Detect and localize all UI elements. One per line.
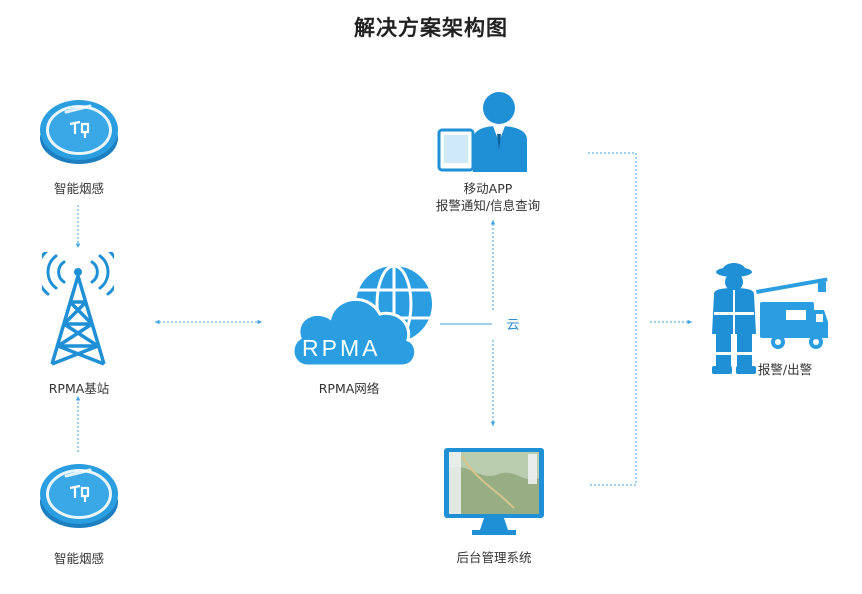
smoke-detector-icon — [40, 464, 118, 528]
smoke-detector-bottom-label: 智能烟感 — [53, 551, 104, 566]
user-tablet-icon — [437, 92, 527, 172]
page-title: 解决方案架构图 — [354, 16, 508, 40]
firefighter-truck-icon — [712, 263, 828, 374]
base-station — [35, 248, 121, 370]
backend-system-label: 后台管理系统 — [456, 550, 532, 565]
cloud-label: 云 — [506, 318, 520, 333]
rpma-network: RPMA — [288, 262, 438, 378]
rpma-logo-text: RPMA — [302, 335, 380, 361]
backend-system — [444, 448, 544, 540]
link-bracket — [588, 152, 637, 486]
base-station-label: RPMA基站 — [48, 381, 110, 396]
monitor-map-icon — [444, 448, 544, 535]
mobile-app-label-1: 移动APP — [463, 181, 513, 196]
mobile-app-label-2: 报警通知/信息查询 — [435, 198, 541, 213]
rpma-cloud-globe-icon: RPMA — [291, 264, 432, 368]
smoke-detector-top — [38, 94, 120, 170]
radio-tower-icon — [35, 248, 121, 366]
smoke-detector-bottom — [38, 458, 120, 534]
smoke-detector-top-label: 智能烟感 — [53, 181, 104, 196]
alarm-response — [706, 260, 832, 380]
rpma-network-label: RPMA网络 — [318, 381, 380, 396]
mobile-app — [437, 90, 537, 176]
smoke-detector-icon — [40, 100, 118, 164]
alarm-label: 报警/出警 — [757, 362, 813, 377]
